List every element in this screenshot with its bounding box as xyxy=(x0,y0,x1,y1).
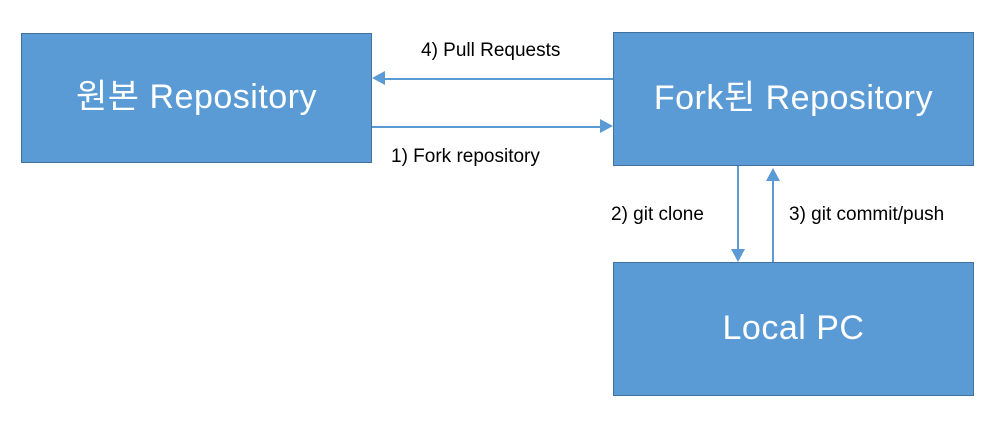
node-local-pc-label: Local PC xyxy=(722,309,865,348)
node-forked-repository-label: Fork된 Repository xyxy=(653,79,934,118)
arrow-right-icon-fork-repository xyxy=(600,119,613,133)
arrow-left-icon-pull-requests xyxy=(372,71,385,85)
edge-label-git-clone: 2) git clone xyxy=(611,204,704,225)
node-local-pc[interactable]: Local PC xyxy=(613,262,974,396)
node-forked-repository[interactable]: Fork된 Repository xyxy=(613,32,974,166)
node-origin-repository-label: 원본 Repository xyxy=(75,78,318,117)
edge-label-pull-requests: 4) Pull Requests xyxy=(421,40,561,61)
connector-pull-requests-line xyxy=(384,78,613,80)
connector-git-clone-line xyxy=(737,166,739,250)
arrow-up-icon-git-commit-push xyxy=(766,168,780,181)
edge-label-fork-repository: 1) Fork repository xyxy=(391,146,540,167)
connector-git-commit-push-line xyxy=(772,180,774,262)
arrow-down-icon-git-clone xyxy=(731,249,745,262)
edge-label-git-commit-push: 3) git commit/push xyxy=(789,204,945,225)
connector-fork-repository-line xyxy=(372,126,601,128)
node-origin-repository[interactable]: 원본 Repository xyxy=(21,33,372,163)
